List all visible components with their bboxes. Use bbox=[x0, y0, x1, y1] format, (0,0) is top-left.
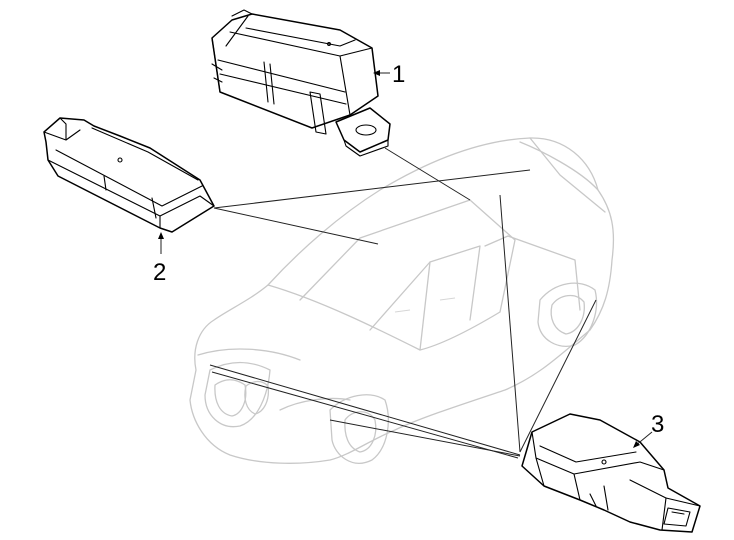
callout-1: 1 bbox=[373, 61, 405, 88]
callout-1-label: 1 bbox=[392, 61, 405, 88]
leader-lines bbox=[209, 147, 597, 459]
module-part-3 bbox=[521, 413, 701, 533]
callout-3-label: 3 bbox=[651, 411, 664, 438]
module-part-2 bbox=[43, 117, 215, 233]
callout-2: 2 bbox=[153, 232, 166, 286]
vehicle-outline bbox=[189, 137, 615, 464]
callout-3: 3 bbox=[633, 411, 664, 448]
callout-2-label: 2 bbox=[153, 259, 166, 286]
callout-3-arrowhead bbox=[633, 441, 640, 448]
module-part-1 bbox=[211, 9, 391, 157]
callout-1-arrowhead bbox=[373, 70, 380, 76]
callout-2-arrowhead bbox=[158, 232, 164, 239]
